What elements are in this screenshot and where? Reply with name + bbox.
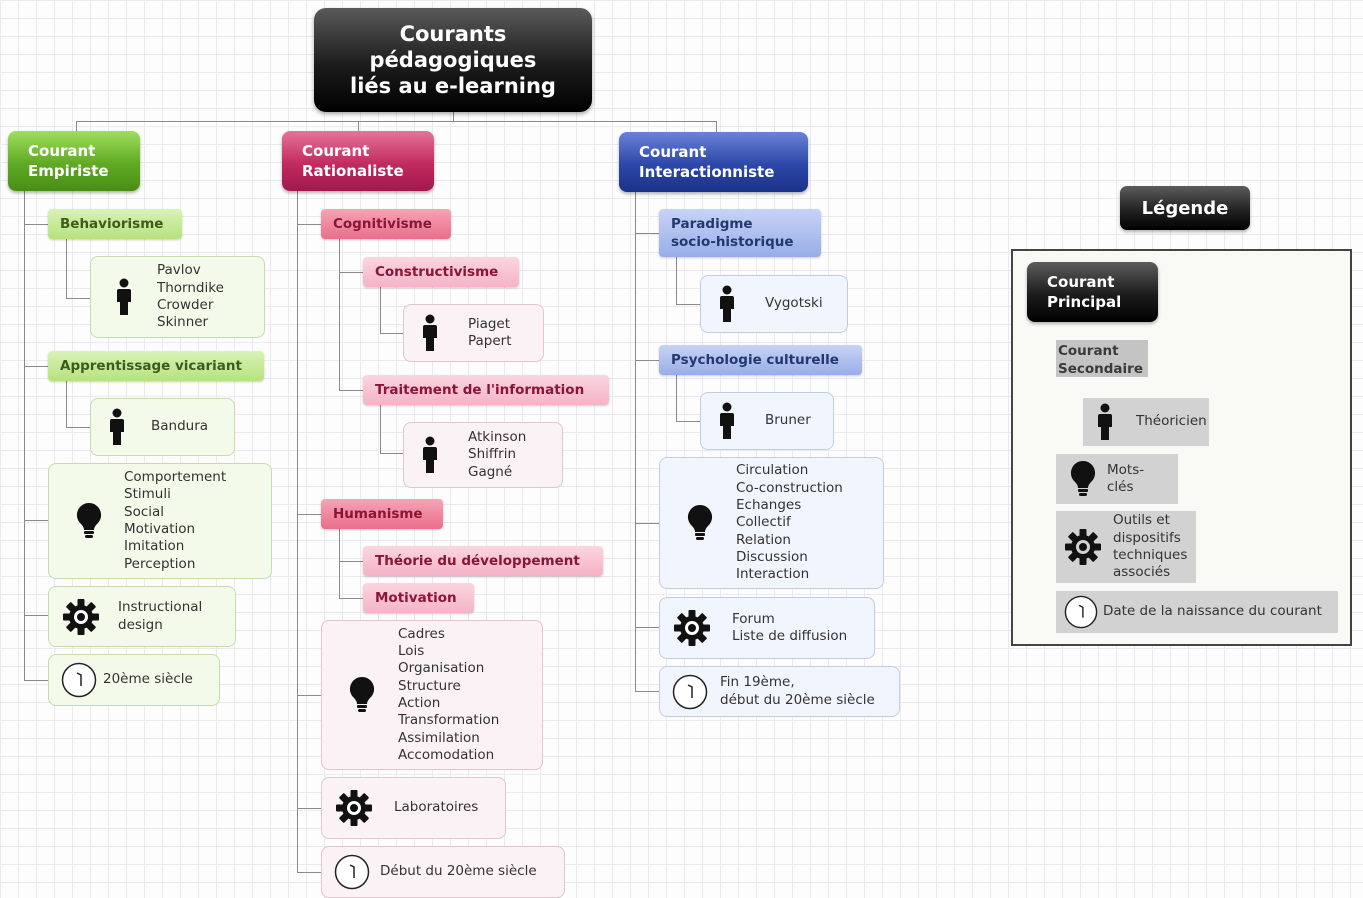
psychologie-culturelle-node: Psychologie culturelle <box>659 345 862 375</box>
rationaliste-tools: Laboratoires <box>321 777 506 839</box>
paradigme-theorists: Vygotski <box>700 275 848 333</box>
courant-interactionniste: Courant Interactionniste <box>619 132 808 192</box>
legend-title: Légende <box>1120 186 1250 230</box>
theorie-developpement-node: Théorie du développement <box>363 546 603 576</box>
gear-icon <box>59 598 103 636</box>
person-icon <box>412 436 448 474</box>
clock-icon <box>1063 595 1099 629</box>
date-label: 20ème siècle <box>103 671 193 688</box>
clock-icon <box>59 662 99 698</box>
person-icon <box>1090 403 1120 441</box>
theorist-names: Pavlov Thorndike Crowder Skinner <box>157 262 224 331</box>
rationaliste-date: Début du 20ème siècle <box>321 846 565 898</box>
paradigme-socio-historique-node: Paradigme socio-historique <box>659 209 821 257</box>
theorist-names: Atkinson Shiffrin Gagné <box>468 429 527 480</box>
legend-main-current: Courant Principal <box>1027 262 1158 322</box>
legend-date-label: Date de la naissance du courant <box>1103 603 1322 620</box>
humanisme-node: Humanisme <box>321 499 443 529</box>
courant-rationaliste: Courant Rationaliste <box>282 131 434 191</box>
date-label: Début du 20ème siècle <box>380 863 537 880</box>
root-node: Courants pédagogiques liés au e-learning <box>314 8 592 112</box>
interactionniste-tools: Forum Liste de diffusion <box>659 597 875 659</box>
lightbulb-icon <box>670 504 730 542</box>
person-icon <box>412 314 448 352</box>
keyword-list: Cadres Lois Organisation Structure Actio… <box>398 625 500 763</box>
interactionniste-date: Fin 19ème, début du 20ème siècle <box>659 666 900 717</box>
tools-list: Laboratoires <box>394 799 479 816</box>
theorist-names: Piaget Papert <box>468 315 512 349</box>
traitement-theorists: Atkinson Shiffrin Gagné <box>403 422 563 488</box>
theorist-names: Vygotski <box>765 295 823 312</box>
apprentissage-vicariant-node: Apprentissage vicariant <box>48 351 264 381</box>
legend-theorist-label: Théoricien <box>1136 413 1207 430</box>
constructivisme-theorists: Piaget Papert <box>403 304 544 362</box>
clock-icon <box>332 854 372 890</box>
lightbulb-icon <box>332 676 392 714</box>
legend-theorist: Théoricien <box>1083 398 1209 446</box>
lightbulb-icon <box>1065 460 1101 498</box>
legend-tools-label: Outils et dispositifs techniques associé… <box>1113 512 1188 581</box>
lightbulb-icon <box>59 502 119 540</box>
legend-date: Date de la naissance du courant <box>1056 591 1338 633</box>
date-label: Fin 19ème, début du 20ème siècle <box>720 674 875 708</box>
interactionniste-keywords: Circulation Co-construction Echanges Col… <box>659 457 884 589</box>
empiriste-keywords: Comportement Stimuli Social Motivation I… <box>48 463 272 579</box>
keyword-list: Circulation Co-construction Echanges Col… <box>736 462 843 583</box>
person-icon <box>709 402 745 440</box>
legend-keywords-label: Mots-clés <box>1107 461 1145 495</box>
behaviorisme-node: Behaviorisme <box>48 209 182 239</box>
legend-secondary-current: Courant Secondaire <box>1056 340 1148 377</box>
person-icon <box>99 278 149 316</box>
person-icon <box>99 408 135 446</box>
theorist-names: Bruner <box>765 412 811 429</box>
keyword-list: Comportement Stimuli Social Motivation I… <box>124 469 227 572</box>
courant-empiriste: Courant Empiriste <box>8 131 140 191</box>
gear-icon <box>332 789 376 827</box>
apprentissage-theorists: Bandura <box>90 398 235 456</box>
legend-keywords: Mots-clés <box>1056 454 1178 504</box>
traitement-information-node: Traitement de l'information <box>363 375 609 405</box>
legend-tools: Outils et dispositifs techniques associé… <box>1056 511 1196 583</box>
empiriste-tools: Instructional design <box>48 586 236 647</box>
motivation-node: Motivation <box>363 583 474 613</box>
cognitivisme-node: Cognitivisme <box>321 209 451 239</box>
constructivisme-node: Constructivisme <box>363 257 519 287</box>
tools-list: Instructional design <box>118 599 203 633</box>
gear-icon <box>670 609 714 647</box>
rationaliste-keywords: Cadres Lois Organisation Structure Actio… <box>321 620 543 770</box>
psychologie-theorists: Bruner <box>700 392 834 450</box>
gear-icon <box>1063 528 1103 566</box>
theorist-names: Bandura <box>151 418 209 435</box>
behaviorisme-theorists: Pavlov Thorndike Crowder Skinner <box>90 256 265 338</box>
empiriste-date: 20ème siècle <box>48 654 220 706</box>
person-icon <box>709 285 745 323</box>
tools-list: Forum Liste de diffusion <box>732 610 848 644</box>
clock-icon <box>670 674 710 710</box>
